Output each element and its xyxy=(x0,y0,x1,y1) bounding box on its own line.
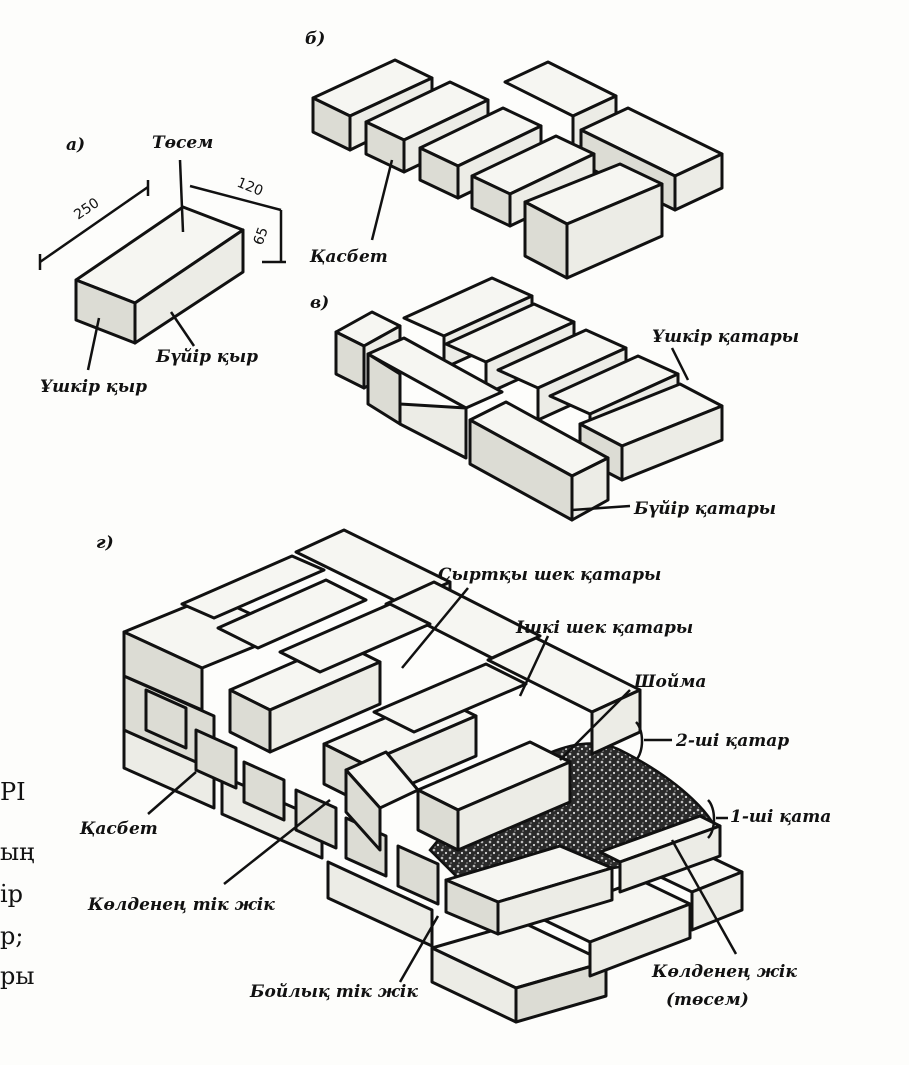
label-long-joint: Бойлық тік жік xyxy=(249,982,418,1002)
panel-b: б) xyxy=(305,29,724,280)
leader-cross-joint xyxy=(223,799,331,885)
lower-course-brick xyxy=(326,860,434,948)
panel-label-a: а) xyxy=(66,135,85,155)
stretcher-brick xyxy=(468,400,610,522)
label-row1: 1-ші қата xyxy=(730,807,831,827)
upper-course-brick xyxy=(344,750,420,852)
leader-bed-joint xyxy=(670,839,738,955)
lower-course-brick xyxy=(444,844,614,936)
lower-course-end-cells xyxy=(144,688,440,906)
upper-course-brick xyxy=(384,580,542,660)
leader-long-side xyxy=(169,311,196,347)
dim-width: 120 xyxy=(235,175,266,200)
header-brick xyxy=(523,162,664,280)
panel-label-g: г) xyxy=(96,533,114,553)
upper-course-brick xyxy=(486,636,642,756)
left-edge-text: РІ ың ір р; ры xyxy=(0,778,35,990)
edge-fragment: РІ xyxy=(0,778,26,806)
edge-fragment: ір xyxy=(0,880,23,908)
upper-course-brick xyxy=(216,578,368,650)
label-cross-joint: Көлденең тік жік xyxy=(87,895,275,915)
lower-course-brick xyxy=(598,814,722,894)
label-bed-joint-note: (төсем) xyxy=(666,990,749,1010)
label-row2: 2-ші қатар xyxy=(675,731,789,751)
leader-outer-verst xyxy=(401,587,469,669)
upper-course-brick xyxy=(278,602,432,674)
brace-row2 xyxy=(635,721,644,761)
leader-inner-verst xyxy=(518,635,550,697)
single-brick xyxy=(74,205,245,345)
leader-top xyxy=(178,159,185,233)
label-header-row: Ұшкір қатары xyxy=(652,327,799,347)
panel-label-v: в) xyxy=(310,293,329,313)
leader-stretcher-row xyxy=(571,504,631,512)
leader-short-end xyxy=(86,317,101,371)
upper-course-brick xyxy=(416,740,572,852)
header-brick xyxy=(578,382,724,482)
label-infill: Шойма xyxy=(633,672,706,692)
leader-header-row xyxy=(670,347,690,381)
panel-a: а) 250 120 65 Төсем Бүйір қыр Ұшкір қыр xyxy=(38,133,286,397)
panel-v: в) xyxy=(310,276,799,522)
brick-end-face xyxy=(74,278,137,345)
lower-course-brick xyxy=(430,920,608,1024)
leader-infill xyxy=(559,689,631,761)
edge-fragment: ың xyxy=(0,838,35,866)
label-top-face: Төсем xyxy=(152,133,213,153)
panel-label-b: б) xyxy=(305,29,325,49)
leader-long-joint xyxy=(398,915,440,983)
panel-g: г) xyxy=(79,528,831,1024)
edge-fragment: ры xyxy=(0,962,34,990)
dimension-lines xyxy=(38,180,286,270)
upper-course-brick xyxy=(180,554,326,620)
label-bed-joint: Көлденең жік xyxy=(651,962,797,982)
leader-facade-b xyxy=(370,159,394,241)
leader-facade-g xyxy=(147,771,197,815)
label-inner-verst: Ішкі шек қатары xyxy=(515,618,693,638)
label-facade-b: Қасбет xyxy=(309,247,388,267)
brace-row1 xyxy=(707,799,716,839)
label-facade-g: Қасбет xyxy=(79,819,158,839)
stretcher-brick xyxy=(366,336,504,460)
label-long-side: Бүйір қыр xyxy=(155,347,258,367)
label-short-end: Ұшкір қыр xyxy=(40,377,147,397)
label-stretcher-row: Бүйір қатары xyxy=(633,499,776,519)
edge-fragment: р; xyxy=(0,922,23,950)
label-outer-verst: Сыртқы шек қатары xyxy=(438,565,661,585)
dim-length: 250 xyxy=(71,195,102,223)
dim-height: 65 xyxy=(251,225,272,247)
